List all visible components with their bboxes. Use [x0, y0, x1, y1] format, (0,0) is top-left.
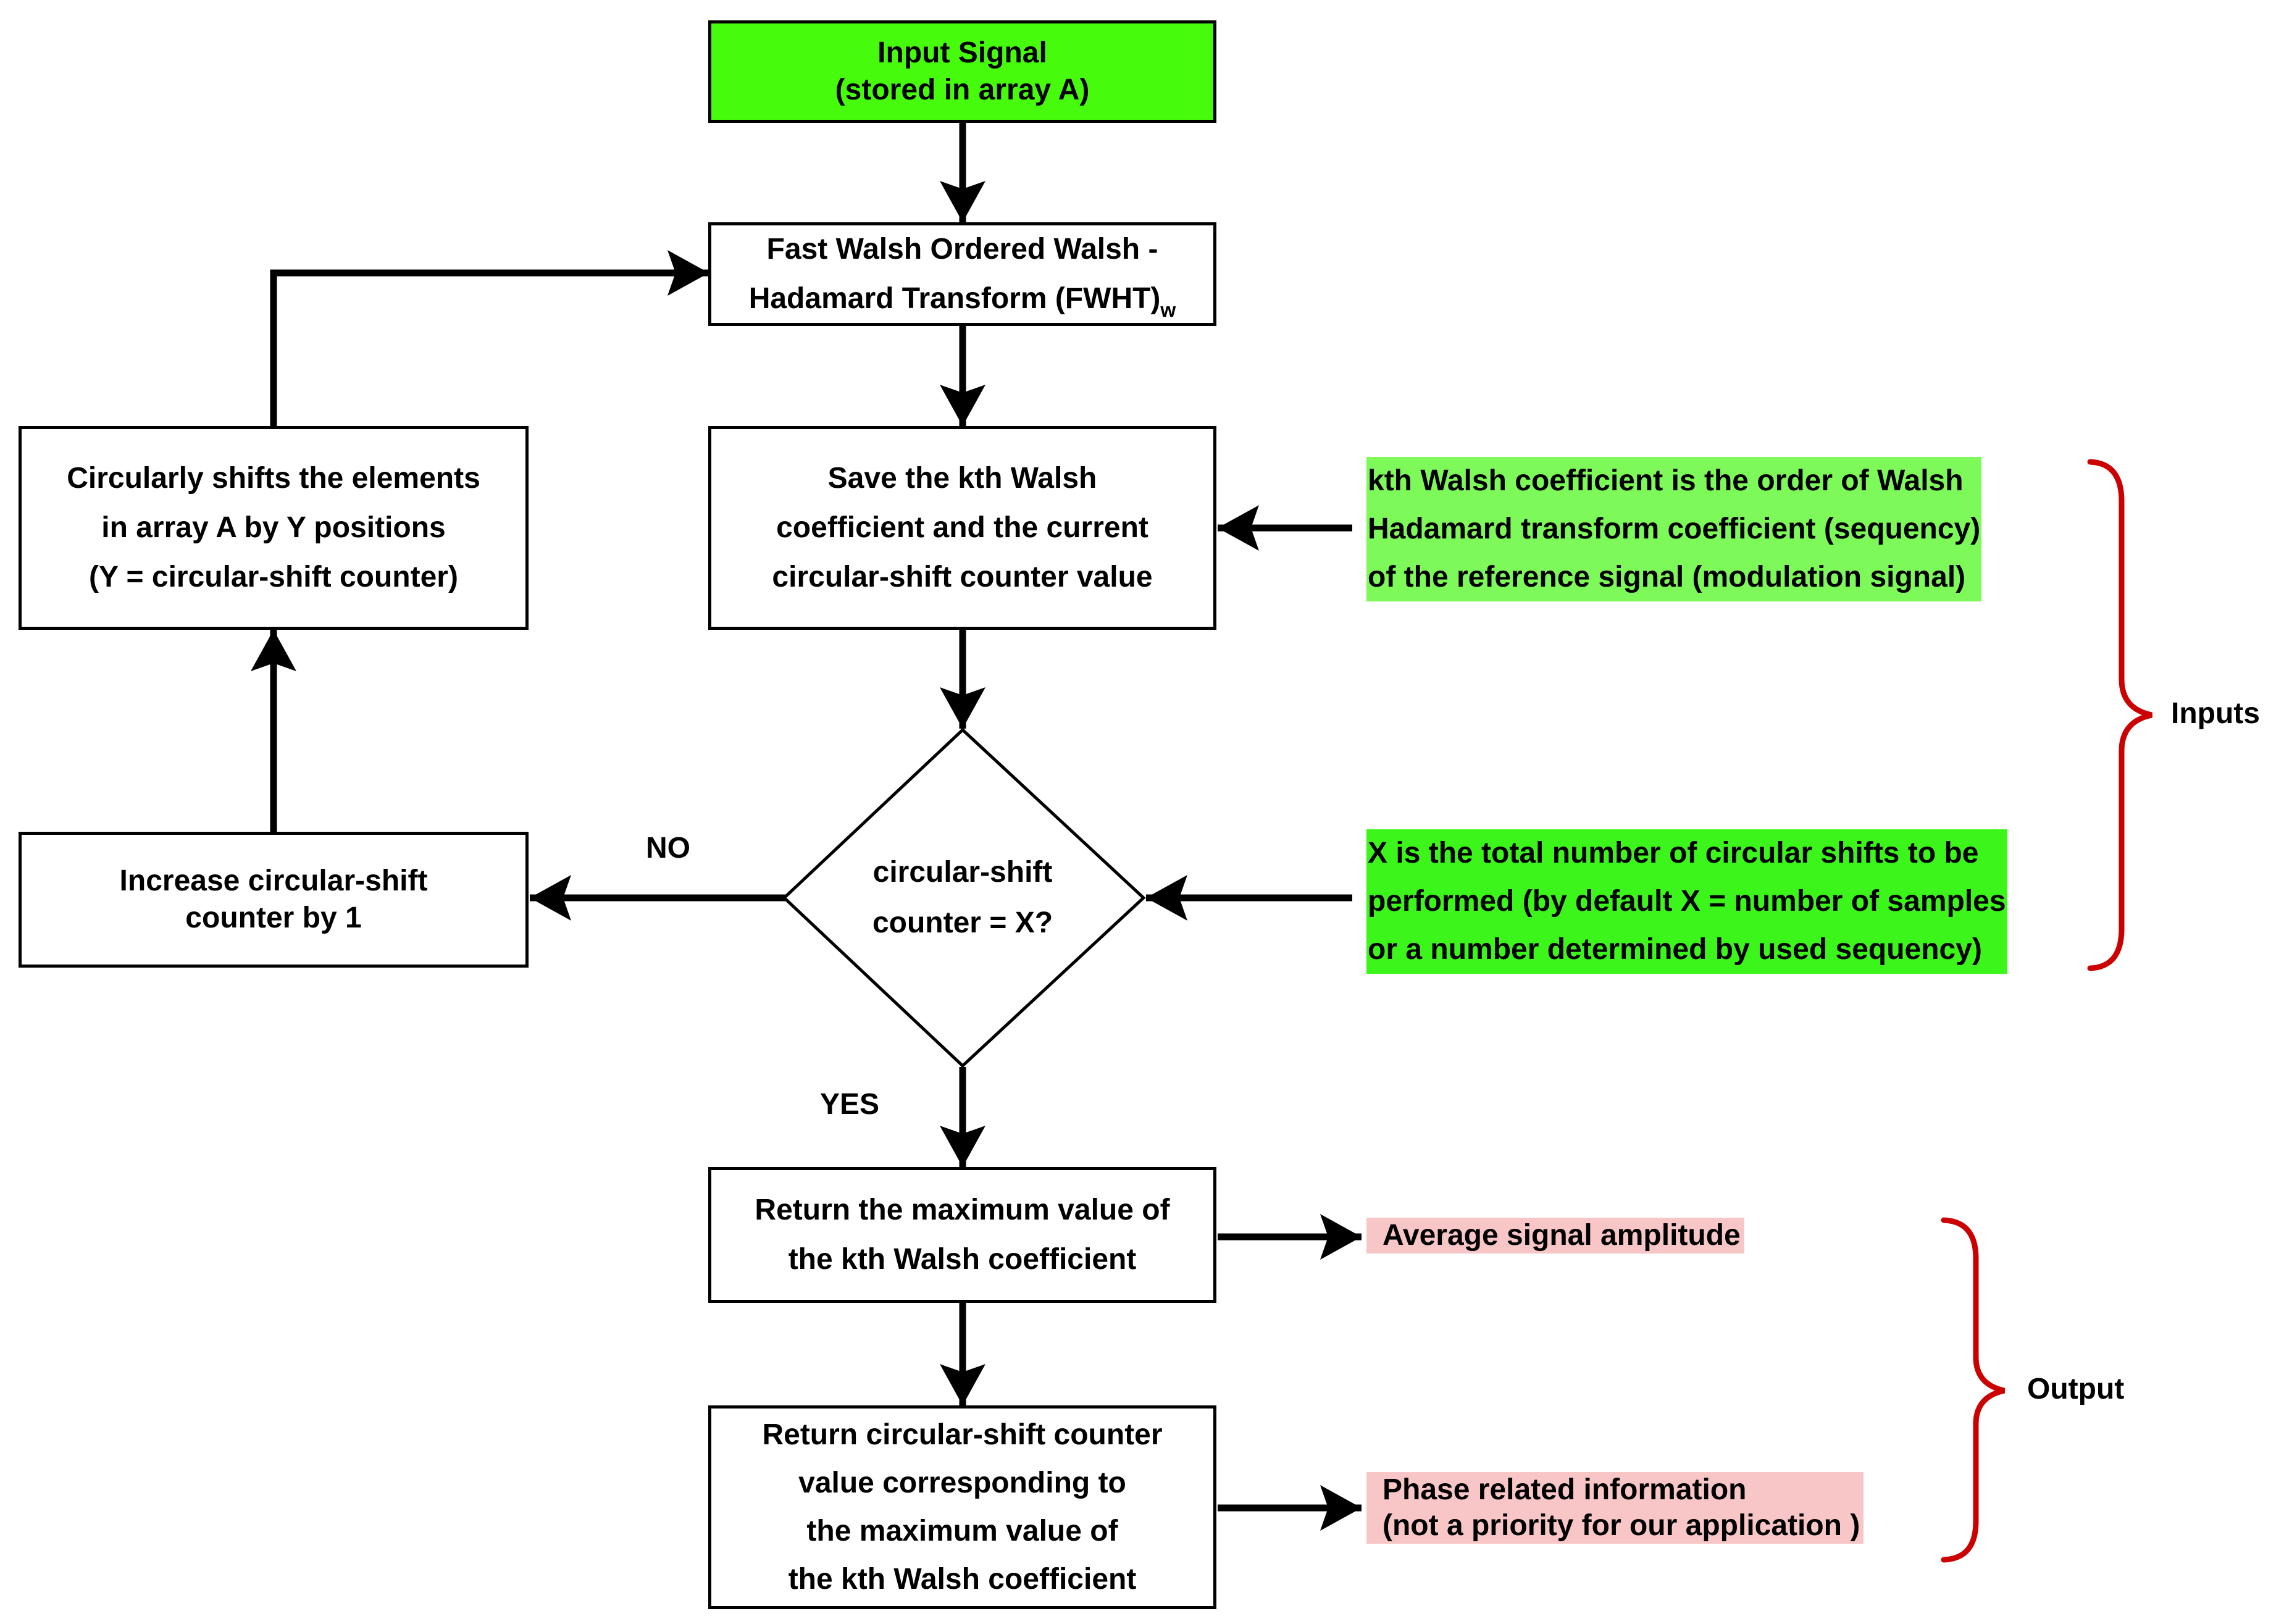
yes-label: YES — [820, 1088, 880, 1121]
kth-note-line-1: kth Walsh coefficient is the order of Wa… — [1366, 457, 1982, 505]
shift-line-2: in array A by Y positions — [101, 511, 446, 544]
arrow-shift-to-fwht — [270, 269, 709, 426]
arrowhead-decision — [940, 687, 985, 729]
inputs-brace — [2087, 459, 2153, 971]
increase-counter-box: Increase circular-shift counter by 1 — [19, 832, 529, 968]
return-max-line-1: Return the maximum value of — [755, 1194, 1170, 1226]
kth-note-line-3: of the reference signal (modulation sign… — [1366, 553, 1982, 601]
return-max-line-2: the kth Walsh coefficient — [788, 1243, 1137, 1276]
amplitude-note: Average signal amplitude — [1366, 1218, 1744, 1254]
input-signal-box: Input Signal (stored in array A) — [708, 20, 1216, 123]
phase-note: Phase related information (not a priorit… — [1366, 1472, 1864, 1544]
fwht-line-2-text: Hadamard Transform (FWHT) — [748, 282, 1161, 315]
inputs-label: Inputs — [2171, 697, 2260, 730]
return-max-box: Return the maximum value of the kth Wals… — [708, 1167, 1216, 1303]
arrowhead-fwht — [940, 181, 985, 222]
output-label: Output — [2027, 1373, 2125, 1405]
phase-line-2: (not a priority for our application ) — [1366, 1508, 1864, 1544]
return-counter-line-2: value corresponding to — [798, 1467, 1126, 1499]
shift-line-3: (Y = circular-shift counter) — [89, 561, 458, 593]
decision-line-2: counter = X? — [872, 906, 1053, 939]
arrowhead-return-max — [940, 1126, 985, 1167]
x-note-line-2: performed (by default X = number of samp… — [1366, 877, 2007, 926]
amplitude-text: Average signal amplitude — [1366, 1218, 1744, 1254]
kth-coefficient-note: kth Walsh coefficient is the order of Wa… — [1366, 457, 1982, 601]
arrowhead-return-counter — [940, 1364, 985, 1405]
return-counter-line-1: Return circular-shift counter — [762, 1418, 1163, 1451]
arrowhead-save — [940, 385, 985, 426]
fwht-subscript: w — [1160, 299, 1176, 321]
save-line-3: circular-shift counter value — [772, 561, 1153, 593]
input-signal-line-2: (stored in array A) — [835, 73, 1090, 106]
arrowhead-increase — [530, 875, 571, 921]
decision-text: circular-shift counter = X? — [839, 847, 1086, 948]
phase-line-1: Phase related information — [1366, 1472, 1864, 1508]
save-line-1: Save the kth Walsh — [827, 462, 1097, 495]
increase-line-2: counter by 1 — [185, 902, 362, 934]
save-line-2: coefficient and the current — [776, 511, 1148, 544]
x-note-line-1: X is the total number of circular shifts… — [1366, 829, 2007, 877]
fwht-line-1: Fast Walsh Ordered Walsh - — [766, 233, 1158, 266]
kth-note-line-2: Hadamard transform coefficient (sequency… — [1366, 505, 1982, 553]
increase-line-1: Increase circular-shift — [119, 864, 428, 897]
return-counter-box: Return circular-shift counter value corr… — [708, 1405, 1216, 1609]
return-counter-line-4: the kth Walsh coefficient — [788, 1563, 1137, 1596]
output-brace — [1941, 1217, 2006, 1563]
no-label: NO — [646, 832, 690, 864]
input-signal-line-1: Input Signal — [877, 36, 1047, 69]
shift-line-1: Circularly shifts the elements — [67, 462, 480, 495]
x-definition-note: X is the total number of circular shifts… — [1366, 829, 2007, 974]
arrowhead-phase — [1320, 1485, 1362, 1531]
x-note-line-3: or a number determined by used sequency) — [1366, 926, 2007, 974]
return-counter-line-3: the maximum value of — [806, 1515, 1118, 1547]
arrowhead-fwht-loop — [667, 250, 709, 296]
fwht-line-2: Hadamard Transform (FWHT)w — [749, 274, 1176, 324]
arrowhead-x-note — [1146, 875, 1187, 921]
save-coefficient-box: Save the kth Walsh coefficient and the c… — [708, 426, 1216, 630]
arrowhead-shift — [251, 630, 296, 671]
arrowhead-kth-note — [1218, 505, 1259, 551]
arrowhead-amplitude — [1320, 1214, 1362, 1260]
decision-line-1: circular-shift — [872, 856, 1053, 889]
fwht-box: Fast Walsh Ordered Walsh - Hadamard Tran… — [708, 222, 1216, 326]
decision-diamond — [782, 727, 1146, 1068]
circular-shift-box: Circularly shifts the elements in array … — [19, 426, 529, 630]
